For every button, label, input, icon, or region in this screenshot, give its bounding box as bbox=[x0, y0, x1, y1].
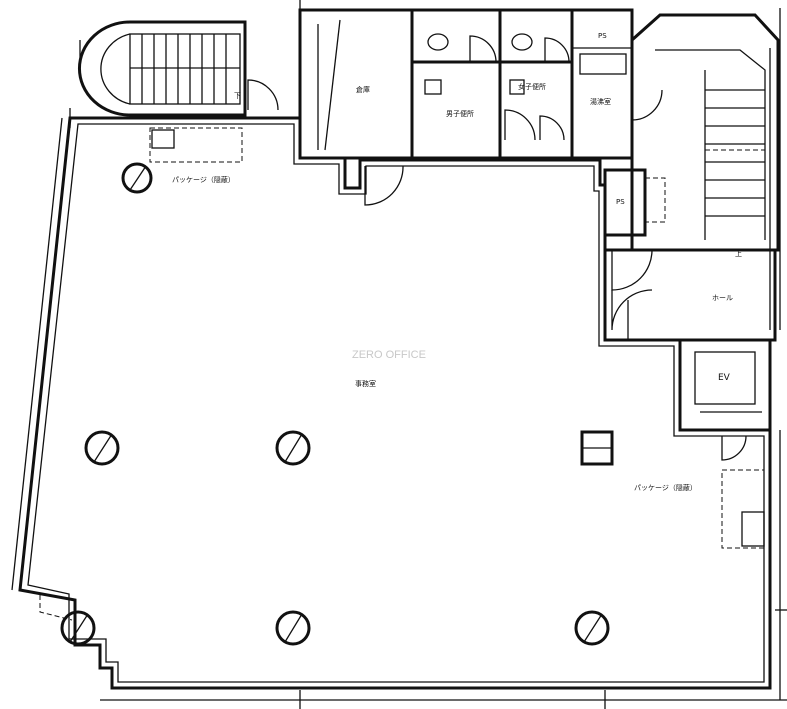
toilet-fixture-1 bbox=[427, 33, 449, 51]
mens-toilet-label: 男子便所 bbox=[446, 109, 474, 118]
hall: ホール bbox=[603, 248, 777, 342]
diffuser-1 bbox=[121, 162, 153, 194]
bottom-left-door bbox=[39, 595, 73, 621]
right-door bbox=[721, 435, 747, 461]
sink-womens bbox=[509, 79, 525, 95]
urinal bbox=[424, 79, 442, 95]
stair-treads-left bbox=[141, 34, 227, 104]
womens-toilet-label: 女子便所 bbox=[518, 82, 546, 91]
diffuser-2 bbox=[84, 430, 120, 466]
kitchen-room: PS 湯沸室 bbox=[570, 8, 663, 160]
office-label: 事務室 bbox=[355, 379, 376, 388]
package-ac-right: パッケージ（隠蔽） bbox=[634, 469, 765, 549]
hall-label: ホール bbox=[712, 294, 733, 302]
storage-label: 倉庫 bbox=[356, 85, 370, 94]
toilet-fixture-2 bbox=[511, 33, 533, 51]
ps-mid-label: PS bbox=[616, 198, 625, 206]
kitchen-label: 湯沸室 bbox=[590, 97, 611, 106]
diffuser-4 bbox=[580, 430, 614, 466]
package-top-label: パッケージ（隠蔽） bbox=[172, 175, 235, 184]
diffuser-7 bbox=[574, 610, 610, 646]
toilet-block: 男子便所 女子便所 bbox=[410, 8, 574, 160]
stair-treads-right bbox=[705, 89, 765, 217]
package-ac-top: パッケージ（隠蔽） bbox=[149, 127, 243, 184]
package-right-label: パッケージ（隠蔽） bbox=[634, 483, 697, 492]
diffuser-3 bbox=[275, 430, 311, 466]
storage-room: 倉庫 bbox=[298, 8, 414, 160]
office-door-top bbox=[364, 165, 404, 206]
diffuser-6 bbox=[275, 610, 311, 646]
watermark: ZERO OFFICE bbox=[352, 349, 426, 361]
diffuser-5 bbox=[60, 610, 96, 646]
ps-shaft: PS bbox=[603, 168, 666, 237]
elevator-label: EV bbox=[718, 373, 731, 383]
ceiling-diffusers bbox=[60, 162, 614, 646]
stair-down-mark: 下 bbox=[234, 92, 241, 100]
elevator: EV bbox=[678, 338, 772, 432]
left-stair: 下 bbox=[78, 20, 279, 117]
ps-top-label: PS bbox=[598, 32, 607, 40]
stair-up-mark: 上 bbox=[735, 249, 742, 258]
